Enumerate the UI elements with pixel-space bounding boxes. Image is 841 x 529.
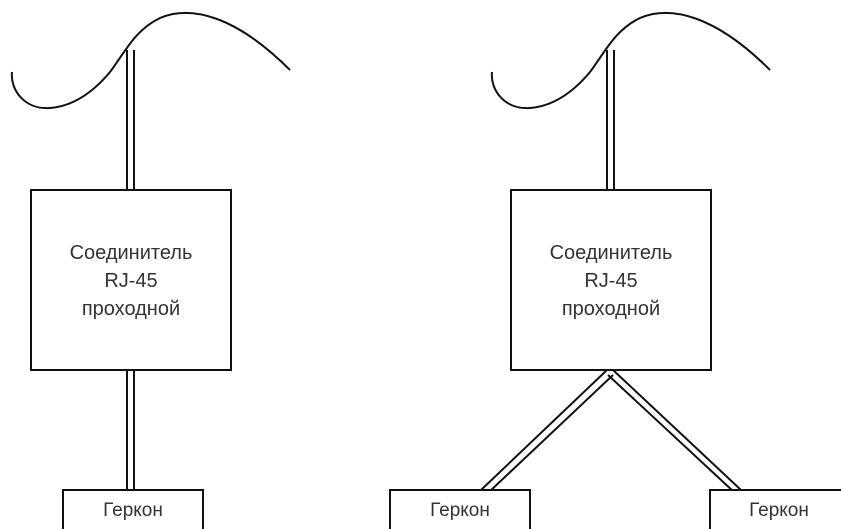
- right-reed-switch-label-2: Геркон: [749, 500, 809, 521]
- right-cable-curve: [490, 11, 771, 110]
- left-connector-box: [30, 189, 232, 371]
- right-reed-switch-label-1: Геркон: [430, 500, 490, 521]
- right-reed-switch-box-1: [389, 489, 531, 529]
- left-connector-line-2: RJ-45: [104, 270, 157, 292]
- right-top-double-wire: [606, 50, 615, 190]
- right-right-branch-double-wire: [607, 369, 742, 493]
- right-connector-box: [510, 189, 712, 371]
- right-connector-line-3: проходной: [562, 298, 660, 320]
- left-diagram: Соединитель RJ-45 проходной Геркон: [10, 11, 291, 529]
- left-top-double-wire: [126, 50, 135, 190]
- right-connector-line-2: RJ-45: [584, 270, 637, 292]
- left-bottom-double-wire: [126, 370, 135, 490]
- right-diagram: Соединитель RJ-45 проходной Геркон Герко…: [389, 11, 841, 529]
- right-left-branch-double-wire: [480, 369, 614, 493]
- left-reed-switch-box: [62, 489, 204, 529]
- right-reed-switch-box-2: [709, 489, 841, 529]
- left-connector-line-3: проходной: [82, 298, 180, 320]
- left-reed-switch-label: Геркон: [103, 500, 163, 521]
- left-cable-curve: [10, 11, 291, 110]
- left-connector-line-1: Соединитель: [70, 242, 193, 264]
- right-connector-line-1: Соединитель: [550, 242, 673, 264]
